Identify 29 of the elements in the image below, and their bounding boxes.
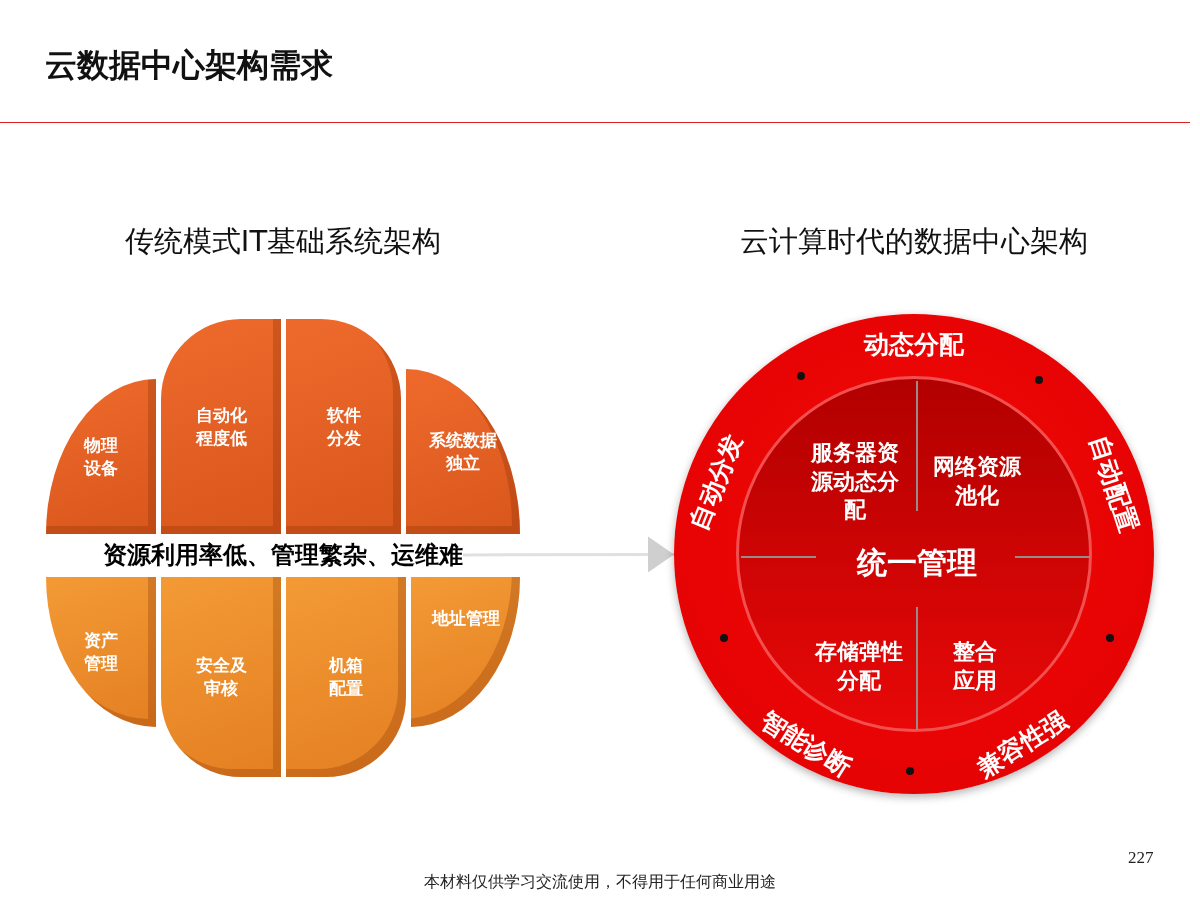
slide-title: 云数据中心架构需求 [45, 45, 333, 86]
ring-label: 自动分发 [682, 429, 750, 535]
arrow [463, 536, 674, 573]
puzzle-piece [161, 319, 281, 534]
page-number: 227 [1128, 848, 1154, 868]
puzzle-piece [286, 577, 406, 777]
ring-label: 智能诊断 [754, 704, 858, 785]
piece-label: 安全及审核 [195, 654, 247, 700]
footer-note: 本材料仅供学习交流使用，不得用于任何商业用途 [424, 872, 776, 893]
piece-label: 物理设备 [84, 433, 118, 480]
puzzle-piece [161, 577, 281, 777]
quadrant-label: 服务器资源动态分配 [811, 439, 899, 525]
piece-label: 自动化程度低 [195, 403, 247, 450]
piece-label: 机箱配置 [329, 654, 363, 700]
quadrant-label: 网络资源池化 [933, 453, 1021, 510]
quadrant-label: 统一管理 [855, 543, 978, 582]
problem-statement: 资源利用率低、管理繁杂、运维难 [103, 537, 463, 573]
piece-label: 资产管理 [84, 629, 118, 675]
section-heading: 云计算时代的数据中心架构 [740, 223, 1088, 260]
piece-label: 地址管理 [431, 607, 500, 630]
puzzle-piece [286, 319, 401, 534]
piece-label: 系统数据独立 [429, 428, 497, 475]
quadrant-label: 存储弹性分配 [815, 638, 903, 695]
section-heading: 传统模式IT基础系统架构 [124, 223, 442, 260]
ring-label: 兼容性强 [970, 704, 1074, 785]
ring-label: 自动配置 [1083, 431, 1145, 537]
ring-label: 动态分配 [864, 328, 964, 361]
quadrant-label: 整合应用 [953, 638, 997, 695]
piece-label: 软件分发 [326, 403, 361, 450]
